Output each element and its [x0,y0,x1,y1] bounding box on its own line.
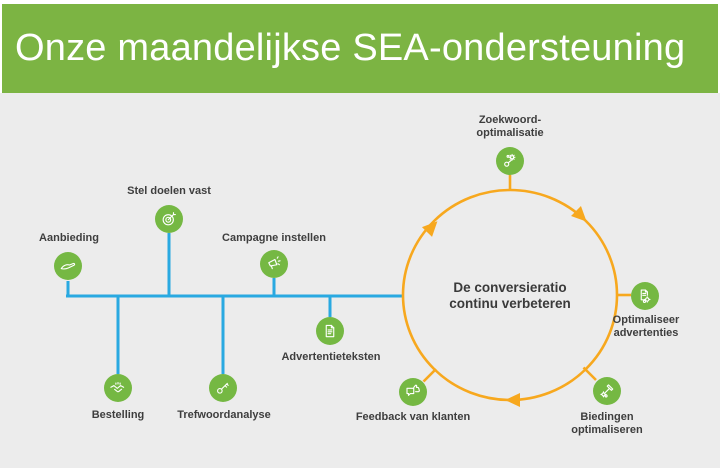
handshake-icon [104,374,132,402]
cycle-center-text: De conversieratio continu verbeteren [449,280,571,311]
label-advertentieteksten: Advertentieteksten [281,351,381,363]
label-biedingen-optimaliseren: Biedingen optimaliseren [571,411,643,436]
header-banner: Onze maandelijkse SEA-ondersteuning [2,4,718,93]
label-aanbieding: Aanbieding [39,232,99,244]
timeline-lines [66,233,404,374]
keyword-gear-icon [496,147,524,175]
label-feedback-van-klanten: Feedback van klanten [355,411,471,423]
feedback-thumbs-up-icon [399,378,427,406]
label-trefwoordanalyse: Trefwoordanalyse [177,409,271,421]
hand-icon [54,252,82,280]
arrow-top-right [571,206,587,222]
megaphone-icon [260,250,288,278]
label-stel-doelen-vast: Stel doelen vast [127,185,211,197]
key-icon [209,374,237,402]
label-campagne-instellen: Campagne instellen [222,232,326,244]
label-zoekwoord-optimalisatie: Zoekwoord- optimalisatie [476,114,544,139]
diagram-background [0,93,720,468]
gavel-gear-icon [593,377,621,405]
document-icon [316,317,344,345]
arrow-bottom [505,393,520,407]
arrow-top-left [421,221,438,237]
target-icon [155,205,183,233]
document-gear-icon [631,282,659,310]
page-title: Onze maandelijkse SEA-ondersteuning [15,27,686,69]
label-bestelling: Bestelling [91,409,145,421]
label-optimaliseer-advertenties: Optimaliseer advertenties [612,314,680,339]
cycle-arrowheads [421,206,587,407]
